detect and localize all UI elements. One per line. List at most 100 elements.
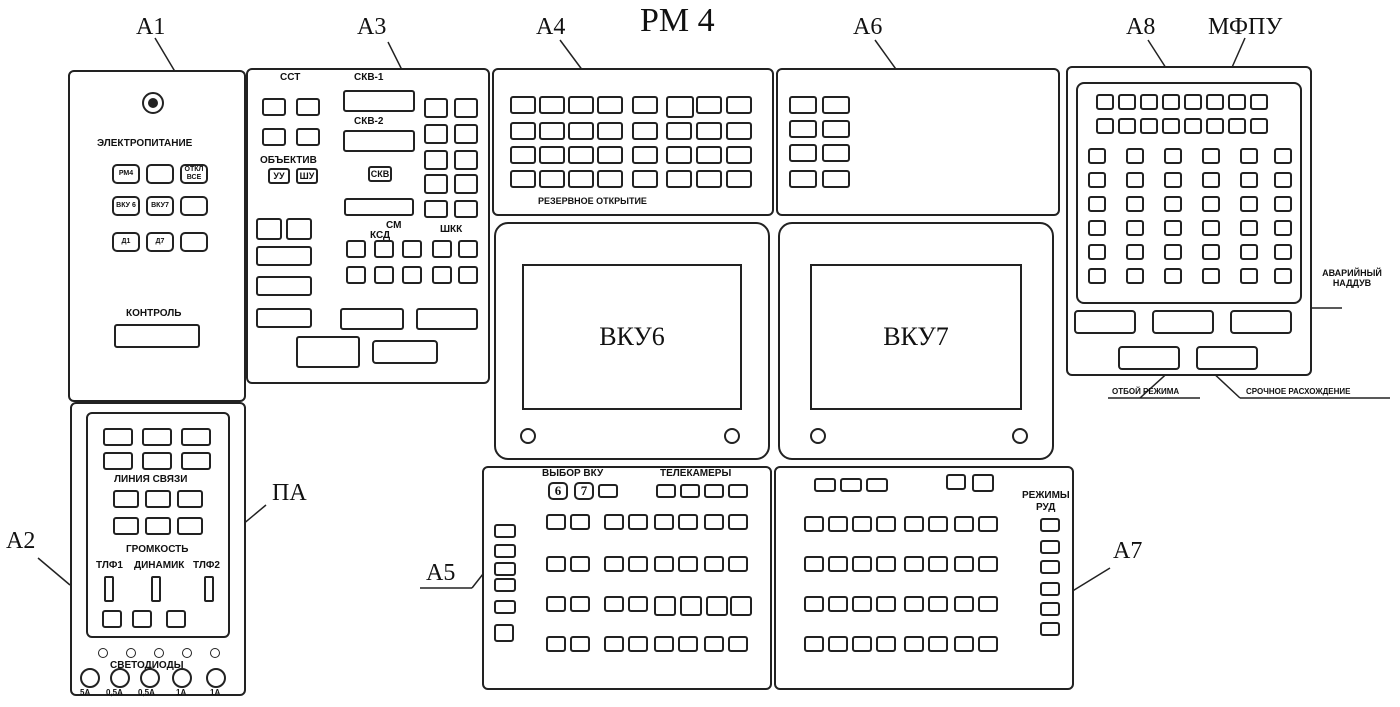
a8-button[interactable] [1088,244,1106,260]
sst-button-2[interactable] [296,98,320,116]
a5-button[interactable] [654,636,674,652]
ksd-button-2[interactable] [374,240,394,258]
a5-button[interactable] [704,636,724,652]
link-button-1[interactable] [103,428,133,446]
a8-top-button[interactable] [1184,94,1202,110]
a7-side-button[interactable] [1040,540,1060,554]
a4-button[interactable] [539,170,565,188]
power-button-9[interactable] [180,232,208,252]
abort-mode-button[interactable] [1118,346,1180,370]
a8-bottom-button-1[interactable] [1074,310,1136,334]
a5-side-button[interactable] [494,562,516,576]
power-button-6[interactable] [180,196,208,216]
a8-button[interactable] [1126,244,1144,260]
a7-button[interactable] [954,636,974,652]
a5-button[interactable] [628,514,648,530]
a3-bottom-button-4[interactable] [372,340,438,364]
a5-button[interactable] [604,636,624,652]
a5-button[interactable] [546,556,566,572]
a7-side-button[interactable] [1040,622,1060,636]
skv-button[interactable]: СКВ [368,166,392,182]
a5-button[interactable] [678,514,698,530]
a7-button[interactable] [876,596,896,612]
a8-button[interactable] [1202,196,1220,212]
a3-right-button-10[interactable] [454,200,478,218]
knob-icon[interactable] [724,428,740,444]
a3-left-button-1[interactable] [256,218,282,240]
a7-top-button-5[interactable] [972,474,994,492]
ksd-button-3[interactable] [402,240,422,258]
a4-button[interactable] [632,122,658,140]
a4-button[interactable] [726,146,752,164]
a7-button[interactable] [876,516,896,532]
a5-button[interactable] [570,636,590,652]
a4-button[interactable] [726,122,752,140]
a8-top-button[interactable] [1206,118,1224,134]
a8-button[interactable] [1274,268,1292,284]
a8-top-button[interactable] [1140,94,1158,110]
ksd-button-5[interactable] [374,266,394,284]
a6-button-8[interactable] [822,170,850,188]
a5-button[interactable] [728,514,748,530]
a4-button[interactable] [510,146,536,164]
a8-button[interactable] [1274,196,1292,212]
camera-button-3[interactable] [704,484,724,498]
a5-button[interactable] [706,596,728,616]
a8-button[interactable] [1274,172,1292,188]
a5-button[interactable] [654,556,674,572]
a8-button[interactable] [1202,268,1220,284]
a8-top-button[interactable] [1118,118,1136,134]
link-button-5[interactable] [142,452,172,470]
a4-button[interactable] [568,96,594,114]
a5-button[interactable] [654,514,674,530]
a5-button[interactable] [546,514,566,530]
a8-top-button[interactable] [1250,94,1268,110]
a7-button[interactable] [904,596,924,612]
camera-button-4[interactable] [728,484,748,498]
shkk-button-3[interactable] [432,266,452,284]
link-button-8[interactable] [145,490,171,508]
a4-button[interactable] [568,122,594,140]
a5-side-button[interactable] [494,544,516,558]
a7-button[interactable] [978,636,998,652]
a8-button[interactable] [1088,148,1106,164]
a3-right-button-8[interactable] [454,174,478,194]
a4-button[interactable] [539,146,565,164]
a7-button[interactable] [928,596,948,612]
a8-button[interactable] [1240,268,1258,284]
a3-right-button-1[interactable] [424,98,448,118]
a7-button[interactable] [954,516,974,532]
a8-button[interactable] [1164,220,1182,236]
shu-button[interactable]: ШУ [296,168,318,184]
a6-button-7[interactable] [789,170,817,188]
a5-button[interactable] [604,596,624,612]
power-button-rm4[interactable]: РМ4 [112,164,140,184]
knob-icon[interactable] [520,428,536,444]
link-button-10[interactable] [113,517,139,535]
a4-button[interactable] [510,170,536,188]
fuse-icon[interactable] [172,668,192,688]
a7-side-button[interactable] [1040,582,1060,596]
vku7-select-button[interactable]: 7 [574,482,594,500]
a5-button[interactable] [604,514,624,530]
a5-button[interactable] [546,596,566,612]
a8-button[interactable] [1164,268,1182,284]
link-button-7[interactable] [113,490,139,508]
link-button-11[interactable] [145,517,171,535]
pa-bottom-button-2[interactable] [132,610,152,628]
a5-side-button[interactable] [494,624,514,642]
a8-button[interactable] [1274,220,1292,236]
a8-button[interactable] [1202,220,1220,236]
a6-button-5[interactable] [789,144,817,162]
link-button-9[interactable] [177,490,203,508]
pa-bottom-button-3[interactable] [166,610,186,628]
a8-button[interactable] [1126,196,1144,212]
a4-button[interactable] [510,122,536,140]
a8-button[interactable] [1240,244,1258,260]
a5-side-button[interactable] [494,524,516,538]
a3-wide-button-1[interactable] [344,198,414,216]
power-button-2[interactable] [146,164,174,184]
a8-top-button[interactable] [1162,94,1180,110]
a7-button[interactable] [828,516,848,532]
a8-top-button[interactable] [1096,118,1114,134]
